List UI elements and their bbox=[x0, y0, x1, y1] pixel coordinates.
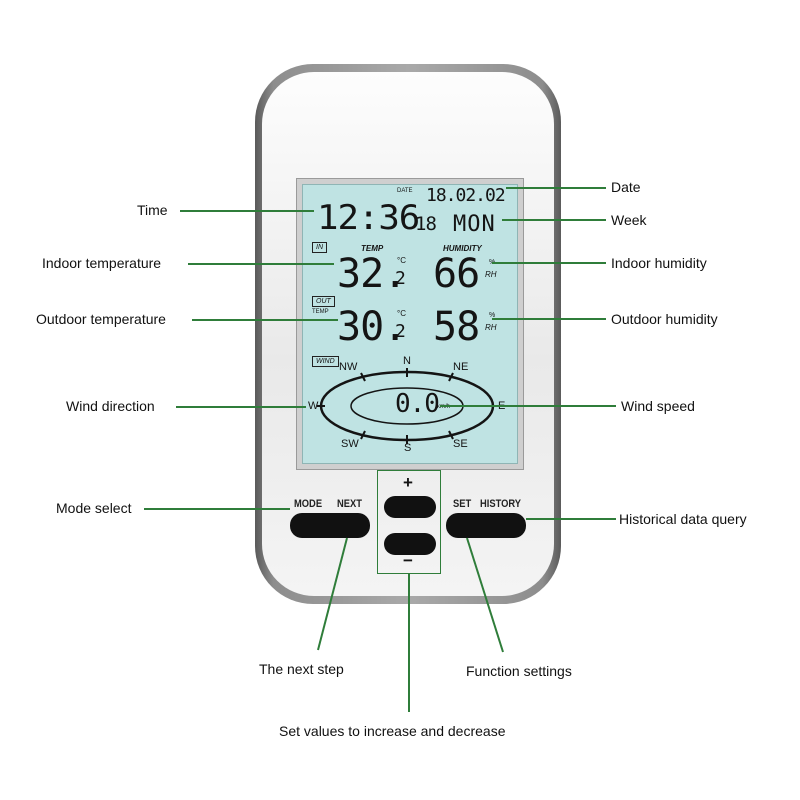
tick-se bbox=[448, 430, 454, 440]
outdoor-humidity-pct: % bbox=[489, 312, 496, 319]
minus-button[interactable] bbox=[384, 533, 436, 555]
wind-speed-unit: km/h bbox=[437, 404, 451, 410]
next-label: NEXT bbox=[337, 498, 362, 510]
indoor-humidity-rh: RH bbox=[485, 270, 497, 279]
callout-wind-direction: Wind direction bbox=[66, 398, 155, 414]
callout-outdoor-temperature: Outdoor temperature bbox=[36, 311, 166, 327]
callout-date: Date bbox=[611, 179, 641, 195]
time-seconds: 18 bbox=[415, 213, 437, 235]
compass-s: S bbox=[404, 442, 412, 454]
callout-historical-data-query: Historical data query bbox=[619, 511, 747, 527]
callout-function-settings: Function settings bbox=[466, 663, 572, 679]
tick-ne bbox=[448, 372, 454, 382]
next-step-leader-line bbox=[317, 537, 348, 651]
indoor-temp-value: 32. bbox=[337, 251, 407, 297]
humidity-heading: HUMIDITY bbox=[443, 244, 482, 253]
outdoor-temp-unit: °C bbox=[397, 309, 406, 318]
wind-tag: WIND bbox=[312, 356, 339, 367]
tick-nw bbox=[360, 372, 366, 382]
callout-indoor-humidity: Indoor humidity bbox=[611, 255, 707, 271]
function-settings-leader-line bbox=[466, 537, 504, 653]
wind-speed-leader-line bbox=[440, 405, 616, 407]
indoor-humidity-value: 66 bbox=[433, 251, 480, 297]
date-leader-line bbox=[506, 187, 606, 189]
date-readout: 18.02.02 bbox=[426, 185, 506, 206]
outdoor-tag: OUT bbox=[312, 296, 335, 307]
outdoor-humidity-leader-line bbox=[492, 318, 606, 320]
outdoor-temp-decimal: 2 bbox=[395, 321, 406, 342]
wind-direction-leader-line bbox=[176, 406, 306, 408]
wind-speed-value: 0.0 bbox=[395, 389, 440, 419]
week-leader-line bbox=[502, 219, 606, 221]
outdoor-temp-tag: TEMP bbox=[312, 309, 329, 315]
minus-label: − bbox=[403, 551, 413, 570]
compass-n: N bbox=[403, 355, 411, 367]
outdoor-humidity-rh: RH bbox=[485, 323, 497, 332]
plus-label: + bbox=[403, 473, 413, 492]
indoor-temp-leader-line bbox=[188, 263, 334, 265]
weekday-readout: MON bbox=[453, 212, 496, 237]
callout-mode-select: Mode select bbox=[56, 500, 132, 516]
set-label: SET bbox=[453, 498, 472, 510]
indoor-humidity-leader-line bbox=[492, 262, 606, 264]
indoor-temp-decimal: 2 bbox=[395, 268, 406, 289]
set-history-button[interactable] bbox=[446, 513, 526, 538]
time-readout: 12:36 bbox=[317, 198, 420, 238]
plus-minus-group bbox=[377, 470, 441, 574]
outdoor-temp-value: 30. bbox=[337, 304, 407, 350]
tick-sw bbox=[360, 430, 366, 440]
history-leader-line bbox=[526, 518, 616, 520]
date-tag: DATE bbox=[397, 188, 413, 194]
outdoor-temp-leader-line bbox=[192, 319, 338, 321]
callout-outdoor-humidity: Outdoor humidity bbox=[611, 311, 718, 327]
mode-label: MODE bbox=[294, 498, 323, 510]
outdoor-humidity-value: 58 bbox=[433, 304, 480, 350]
callout-indoor-temperature: Indoor temperature bbox=[42, 255, 162, 271]
history-label: HISTORY bbox=[480, 498, 522, 510]
compass-w: W bbox=[308, 400, 319, 412]
lcd-screen: DATE 18.02.02 12:36 18 MON IN TEMP HUMID… bbox=[302, 184, 518, 464]
time-leader-line bbox=[180, 210, 314, 212]
mode-select-leader-line bbox=[144, 508, 290, 510]
callout-wind-speed: Wind speed bbox=[621, 398, 695, 414]
plus-button[interactable] bbox=[384, 496, 436, 518]
compass-ne: NE bbox=[453, 361, 469, 373]
compass-se: SE bbox=[453, 438, 468, 450]
compass-nw: NW bbox=[339, 361, 358, 373]
callout-next-step: The next step bbox=[259, 661, 344, 677]
indoor-temp-unit: °C bbox=[397, 256, 406, 265]
mode-next-button[interactable] bbox=[290, 513, 370, 538]
callout-time: Time bbox=[137, 202, 168, 218]
callout-week: Week bbox=[611, 212, 647, 228]
callout-set-values: Set values to increase and decrease bbox=[279, 723, 506, 739]
indoor-tag: IN bbox=[312, 242, 327, 253]
temp-heading: TEMP bbox=[361, 244, 384, 253]
compass-sw: SW bbox=[341, 438, 359, 450]
